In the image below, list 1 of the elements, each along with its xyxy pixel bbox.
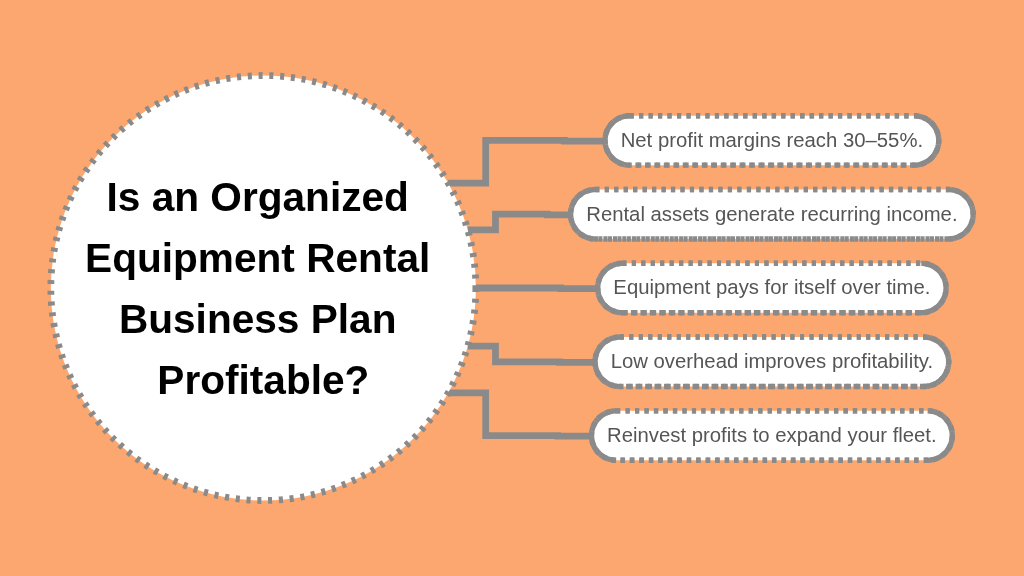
- node-circle: Is an Organized Equipment Rental Business Plan Profitable?: [47, 72, 480, 504]
